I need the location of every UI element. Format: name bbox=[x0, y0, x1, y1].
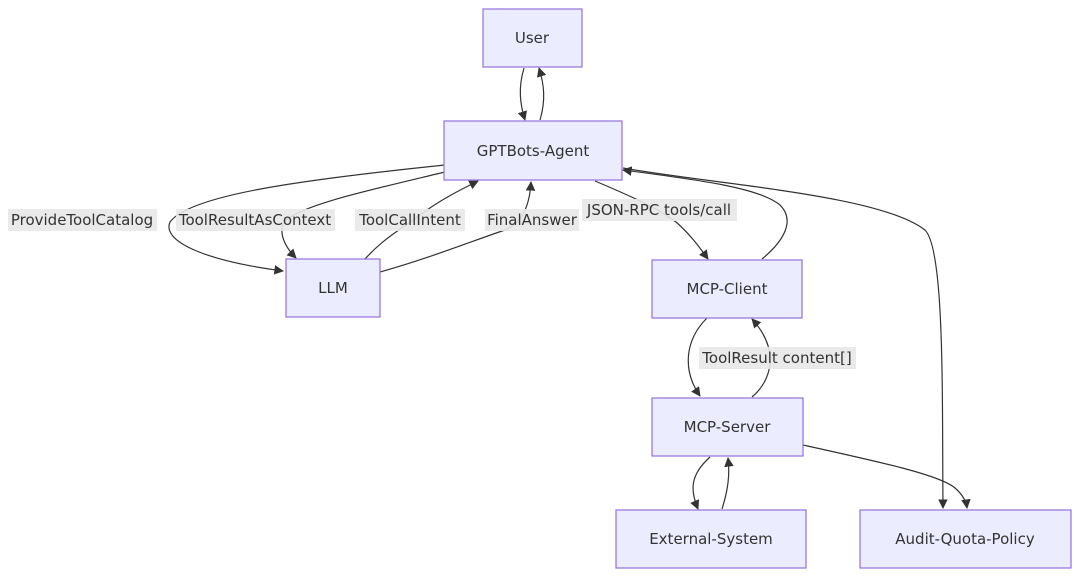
edge-external-to-server bbox=[721, 457, 734, 510]
node-mcp-client-label: MCP-Client bbox=[687, 280, 768, 298]
node-llm-label: LLM bbox=[318, 279, 348, 297]
node-gptbots-agent-label: GPTBots-Agent bbox=[477, 142, 590, 160]
label-provide-tool-catalog-text: ProvideToolCatalog bbox=[11, 211, 153, 229]
edge-agent-to-audit bbox=[622, 167, 948, 509]
edge-agent-to-user bbox=[536, 67, 547, 121]
node-external-system-label: External-System bbox=[649, 530, 773, 548]
label-json-rpc: JSON-RPC tools/call bbox=[582, 199, 737, 221]
edge-json-rpc bbox=[594, 180, 709, 260]
edge-server-to-external bbox=[690, 456, 711, 510]
edge-user-to-agent bbox=[517, 67, 528, 121]
edge-client-to-server bbox=[687, 317, 708, 397]
label-final-answer: FinalAnswer bbox=[485, 209, 579, 231]
edge-client-to-agent bbox=[622, 166, 788, 260]
node-mcp-server[interactable]: MCP-Server bbox=[651, 397, 804, 457]
label-final-answer-text: FinalAnswer bbox=[487, 211, 578, 229]
edge-labels: ProvideToolCatalog ToolResultAsContext T… bbox=[8, 199, 856, 369]
node-mcp-server-label: MCP-Server bbox=[684, 418, 772, 436]
node-user[interactable]: User bbox=[482, 8, 583, 68]
node-mcp-client[interactable]: MCP-Client bbox=[651, 259, 803, 319]
edges bbox=[168, 67, 971, 510]
node-external-system[interactable]: External-System bbox=[615, 509, 807, 569]
nodes: User GPTBots-Agent LLM MCP-Client MCP-Se… bbox=[285, 8, 1072, 569]
node-user-label: User bbox=[515, 29, 550, 47]
label-provide-tool-catalog: ProvideToolCatalog bbox=[8, 209, 157, 231]
node-llm[interactable]: LLM bbox=[285, 258, 381, 318]
edge-server-to-audit bbox=[802, 444, 971, 509]
label-tool-result-content: ToolResult content[] bbox=[699, 347, 856, 369]
label-tool-result-as-context-text: ToolResultAsContext bbox=[178, 211, 331, 229]
label-tool-call-intent-text: ToolCallIntent bbox=[358, 211, 461, 229]
node-audit-quota-policy[interactable]: Audit-Quota-Policy bbox=[859, 509, 1072, 569]
label-tool-call-intent: ToolCallIntent bbox=[355, 209, 465, 231]
label-tool-result-as-context: ToolResultAsContext bbox=[176, 209, 335, 231]
node-audit-quota-policy-label: Audit-Quota-Policy bbox=[895, 530, 1035, 548]
label-json-rpc-text: JSON-RPC tools/call bbox=[586, 201, 731, 219]
node-gptbots-agent[interactable]: GPTBots-Agent bbox=[443, 120, 623, 181]
edge-final-answer bbox=[379, 181, 536, 273]
label-tool-result-content-text: ToolResult content[] bbox=[701, 349, 851, 367]
